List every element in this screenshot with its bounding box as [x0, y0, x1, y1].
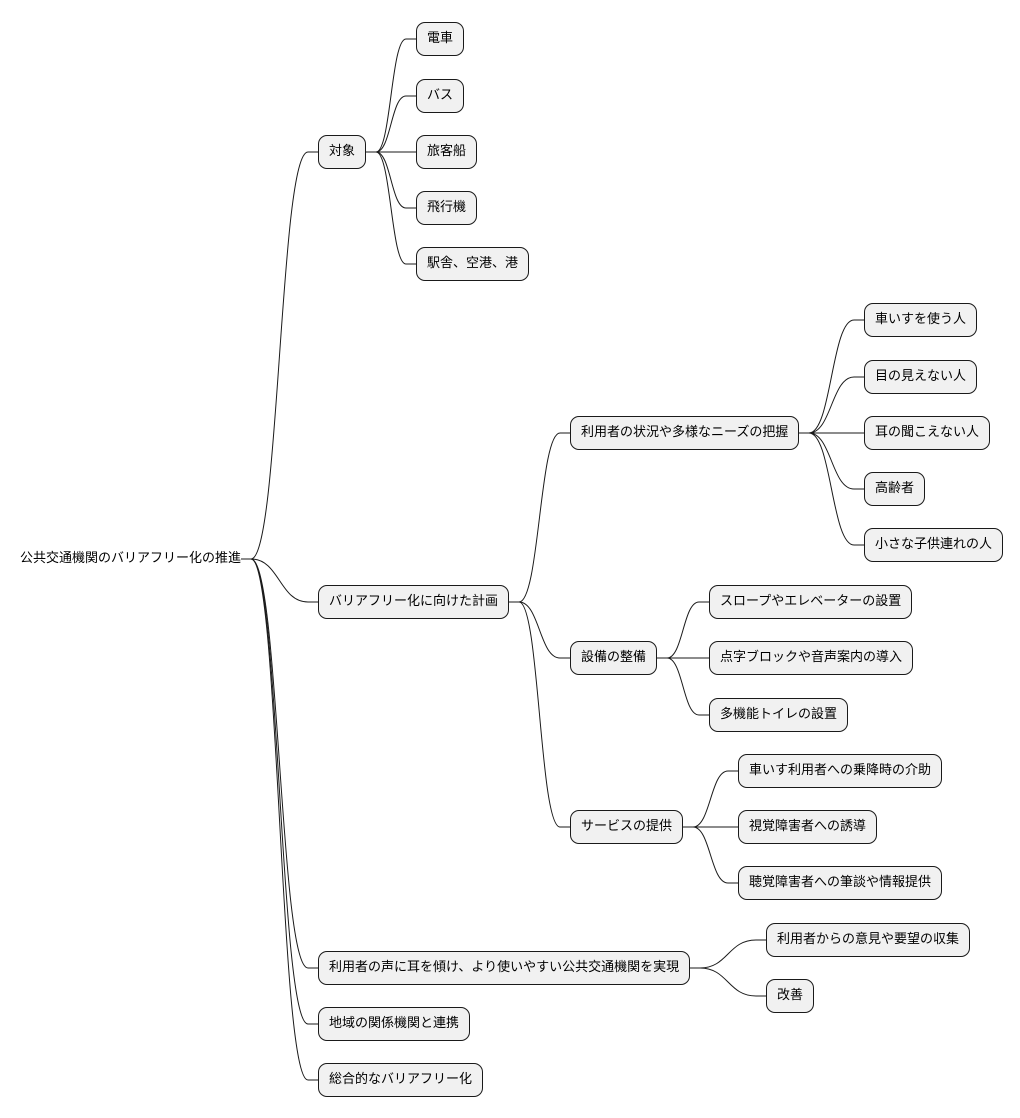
leaf-elderly: 高齢者 [864, 472, 926, 506]
leaf-visually-impaired: 目の見えない人 [864, 360, 978, 394]
leaf-braille-blocks-audio: 点字ブロックや音声案内の導入 [709, 641, 914, 675]
edge-root-to-target [241, 151, 318, 560]
leaf-with-small-children: 小さな子供連れの人 [864, 528, 1004, 562]
edge-plan-to-facility [509, 601, 570, 659]
edge-plan-to-service [509, 601, 570, 828]
edge-root-to-total [241, 558, 318, 1081]
leaf-collect-feedback: 利用者からの意見や要望の収集 [766, 923, 971, 957]
leaf-multipurpose-toilet: 多機能トイレの設置 [709, 698, 849, 732]
leaf-airplane: 飛行機 [416, 191, 478, 225]
leaf-wheelchair-users: 車いすを使う人 [864, 303, 978, 337]
edge-needs-to-needs-4 [799, 432, 864, 546]
branch-user-voice: 利用者の声に耳を傾け、より使いやすい公共交通機関を実現 [318, 951, 691, 985]
edge-root-to-voice [241, 558, 318, 969]
edge-service-to-service-2 [683, 826, 738, 884]
sub-branch-facility: 設備の整備 [570, 641, 658, 675]
edge-target-to-target-0 [366, 38, 416, 153]
leaf-train: 電車 [416, 22, 465, 56]
sub-branch-service: サービスの提供 [570, 810, 684, 844]
edge-target-to-target-3 [366, 151, 416, 209]
leaf-writing-info-hearing-impaired: 聴覚障害者への筆談や情報提供 [738, 866, 943, 900]
branch-target: 対象 [318, 135, 367, 169]
edge-service-to-service-0 [683, 770, 738, 828]
leaf-stations-airports-ports: 駅舎、空港、港 [416, 247, 530, 281]
edge-root-to-coop [241, 558, 318, 1025]
root-node: 公共交通機関のバリアフリー化の推進 [20, 551, 242, 566]
edge-voice-to-voice-1 [690, 967, 766, 997]
branch-comprehensive: 総合的なバリアフリー化 [318, 1063, 484, 1097]
edge-facility-to-facility-2 [657, 657, 709, 716]
edge-target-to-target-4 [366, 151, 416, 265]
leaf-boarding-assistance: 車いす利用者への乗降時の介助 [738, 754, 943, 788]
leaf-hearing-impaired: 耳の聞こえない人 [864, 416, 991, 450]
edge-target-to-target-1 [366, 95, 416, 153]
edge-facility-to-facility-0 [657, 601, 709, 659]
leaf-bus: バス [416, 79, 465, 113]
branch-plan: バリアフリー化に向けた計画 [318, 585, 510, 619]
edge-needs-to-needs-0 [799, 319, 864, 434]
edge-voice-to-voice-0 [690, 939, 766, 969]
leaf-improvement: 改善 [766, 979, 815, 1013]
leaf-passenger-ship: 旅客船 [416, 135, 478, 169]
leaf-guidance-visually-impaired: 視覚障害者への誘導 [738, 810, 878, 844]
edge-root-to-plan [241, 558, 318, 603]
edge-needs-to-needs-1 [799, 376, 864, 434]
edge-plan-to-needs [509, 432, 570, 603]
leaf-slopes-elevators: スロープやエレベーターの設置 [709, 585, 913, 619]
sub-branch-needs: 利用者の状況や多様なニーズの把握 [570, 416, 800, 450]
edge-needs-to-needs-3 [799, 432, 864, 490]
branch-local-cooperation: 地域の関係機関と連携 [318, 1007, 471, 1041]
